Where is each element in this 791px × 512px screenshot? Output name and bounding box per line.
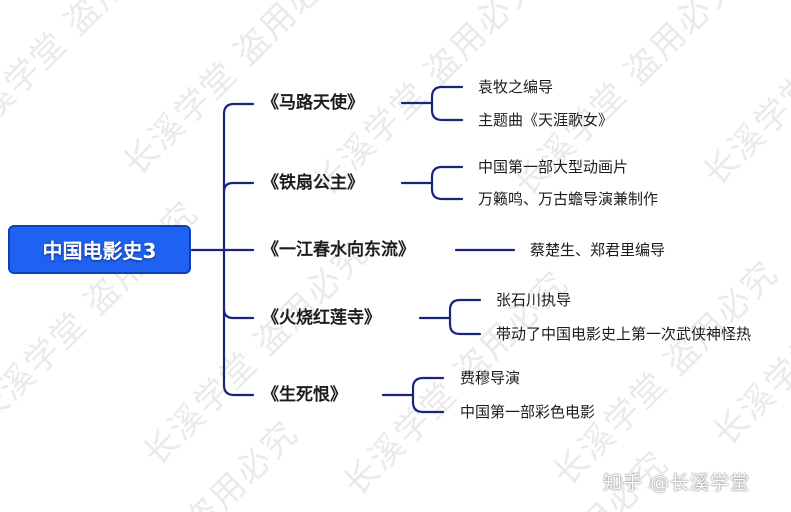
leaf-node[interactable]: 蔡楚生、郑君里编导 — [530, 241, 666, 259]
root-node[interactable]: 中国电影史3 — [8, 225, 191, 274]
leaf-node[interactable]: 费穆导演 — [460, 369, 521, 387]
branch-node-huoshao-honglian[interactable]: 《火烧红莲寺》 — [262, 308, 381, 328]
leaf-node[interactable]: 主题曲《天涯歌女》 — [478, 111, 614, 129]
leaf-node[interactable]: 带动了中国电影史上第一次武侠神怪热 — [496, 325, 752, 343]
branch-node-tieshan-gongzhu[interactable]: 《铁扇公主》 — [262, 173, 364, 193]
branch-node-yijiang-chunshui[interactable]: 《一江春水向东流》 — [262, 240, 415, 260]
branch-node-malu-tianshi[interactable]: 《马路天使》 — [262, 93, 364, 113]
leaf-node[interactable]: 万籁鸣、万古蟾导演兼制作 — [478, 190, 659, 208]
branch-node-shengsi-hen[interactable]: 《生死恨》 — [262, 385, 347, 405]
leaf-node[interactable]: 中国第一部彩色电影 — [460, 403, 596, 421]
bracket-connector — [448, 298, 482, 336]
leaf-node[interactable]: 张石川执导 — [496, 291, 572, 309]
branch-connector — [222, 307, 255, 320]
branch-connector — [222, 181, 255, 194]
bracket-connector — [430, 165, 464, 201]
source-credit: 知乎 @长溪学堂 — [603, 472, 751, 494]
bracket-connector — [411, 376, 445, 414]
bracket-connector — [430, 85, 464, 122]
leaf-node[interactable]: 中国第一部大型动画片 — [478, 158, 629, 176]
root-label: 中国电影史3 — [42, 239, 157, 263]
leaf-node[interactable]: 袁牧之编导 — [478, 78, 554, 96]
